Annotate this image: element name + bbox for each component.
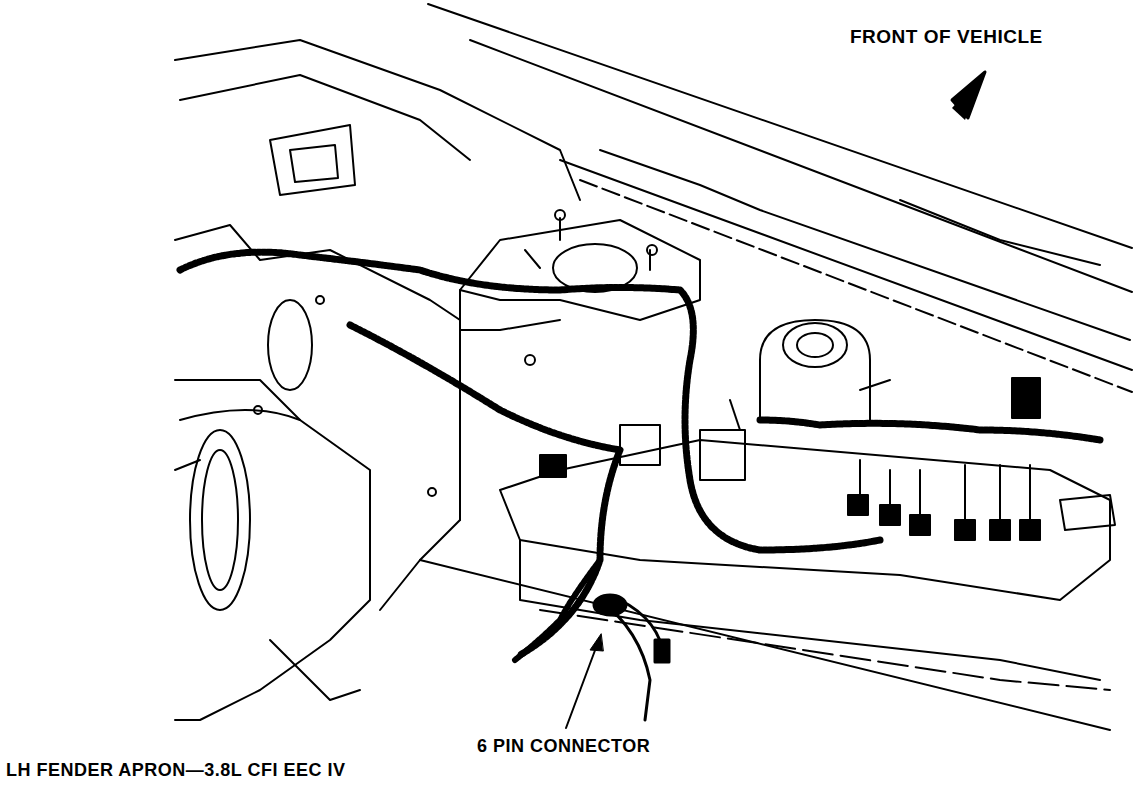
part-label: 6 PIN CONNECTOR [475,736,652,757]
direction-label: FRONT OF VEHICLE [848,26,1045,48]
figure-caption: LH FENDER APRON—3.8L CFI EEC IV [4,760,348,781]
